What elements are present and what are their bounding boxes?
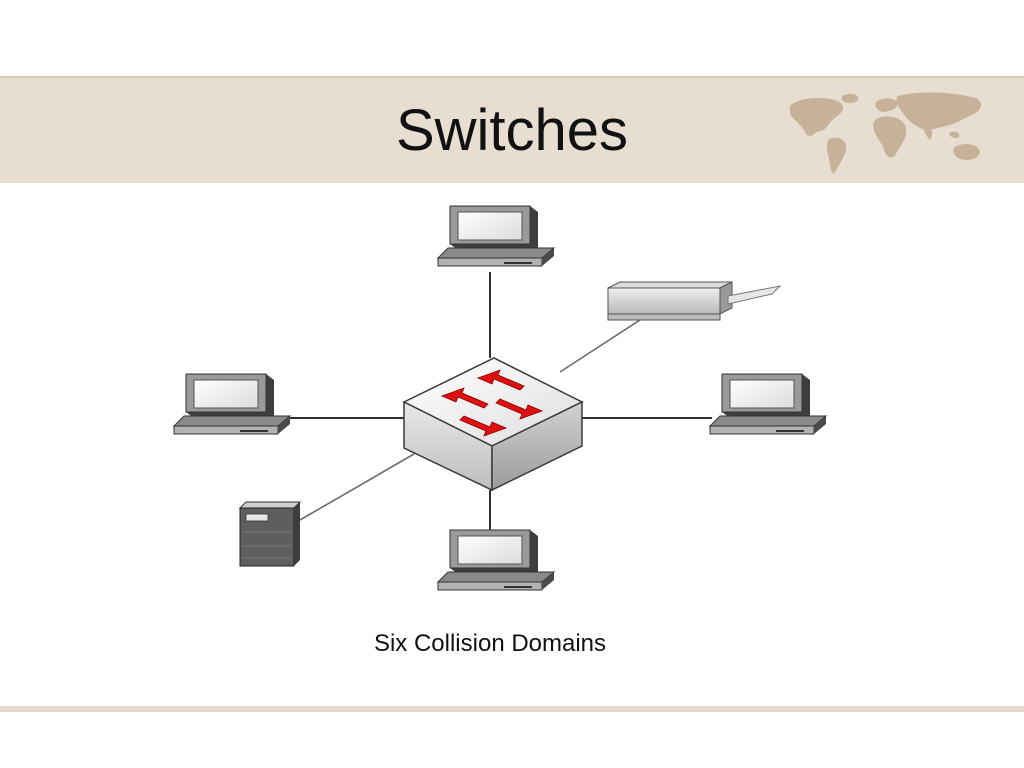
- world-map-icon: [790, 92, 982, 174]
- workstation-left: [172, 373, 292, 435]
- switch: [402, 357, 584, 492]
- diagram-caption: Six Collision Domains: [373, 630, 607, 657]
- printer-icon: [607, 281, 782, 321]
- slide-title: Switches: [395, 98, 629, 163]
- link-server: [299, 453, 415, 521]
- switch-arrows-icon: [440, 369, 544, 437]
- workstation-right: [708, 373, 828, 435]
- server-icon: [238, 501, 302, 567]
- footer-rule: [0, 706, 1024, 712]
- header-top-rule: [0, 76, 1024, 79]
- workstation-top: [436, 205, 556, 267]
- link-printer: [559, 319, 641, 373]
- workstation-bottom: [436, 529, 556, 591]
